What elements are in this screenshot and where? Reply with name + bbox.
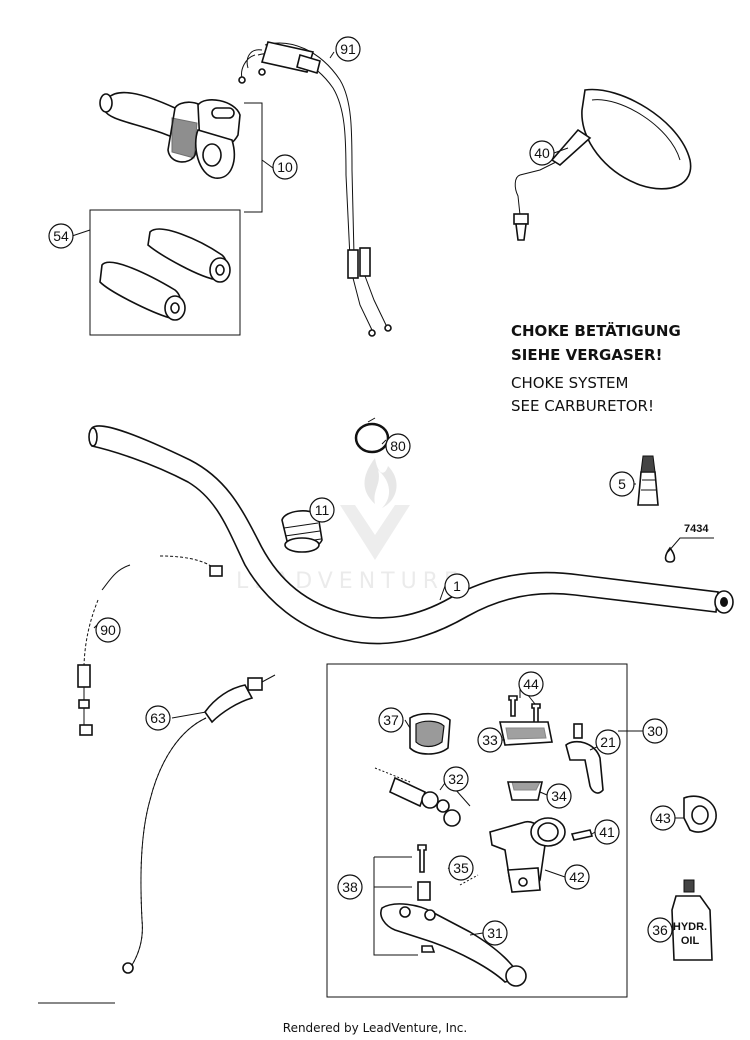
callout-42: 42 xyxy=(564,864,590,890)
handlebar xyxy=(88,425,734,645)
svg-text:38: 38 xyxy=(342,879,358,895)
loctite-bottle xyxy=(637,455,659,506)
svg-text:35: 35 xyxy=(453,860,469,876)
bottle-label-line1: HYDR. xyxy=(673,921,707,933)
callout-35: 35 xyxy=(448,855,474,881)
svg-text:40: 40 xyxy=(534,145,550,161)
callout-91: 91 xyxy=(335,36,361,62)
choke-note-line4: SEE CARBURETOR! xyxy=(511,397,654,415)
callout-41: 41 xyxy=(594,819,620,845)
callout-54: 54 xyxy=(48,223,74,249)
svg-text:36: 36 xyxy=(652,922,668,938)
brake-lever-31 xyxy=(380,903,527,987)
bottle-label-line2: OIL xyxy=(681,935,700,947)
svg-text:11: 11 xyxy=(315,502,330,518)
callout-10: 10 xyxy=(272,154,298,180)
callout-40: 40 xyxy=(529,140,555,166)
svg-text:33: 33 xyxy=(482,732,498,748)
svg-text:10: 10 xyxy=(277,159,293,175)
brake-assembly-box xyxy=(326,663,628,998)
callouts: 91 10 54 40 80 11 5 7434 1 90 63 44 37 3… xyxy=(48,36,709,946)
clamp-ring xyxy=(354,417,390,454)
svg-text:42: 42 xyxy=(569,869,585,885)
cable-90 xyxy=(77,555,223,736)
callout-38: 38 xyxy=(337,874,363,900)
grip-set-box xyxy=(89,209,241,336)
callout-11: 11 xyxy=(309,497,335,523)
callout-33: 33 xyxy=(477,727,503,753)
adhesive-drop xyxy=(664,537,714,563)
callout-1: 1 xyxy=(444,573,470,599)
choke-note-line1: CHOKE BETÄTIGUNG xyxy=(511,321,681,340)
svg-text:31: 31 xyxy=(487,925,503,941)
callout-90: 90 xyxy=(95,617,121,643)
callout-63: 63 xyxy=(145,705,171,731)
svg-text:1: 1 xyxy=(453,578,461,594)
svg-text:7434: 7434 xyxy=(684,523,709,535)
callout-7434: 7434 xyxy=(684,523,709,535)
callout-32: 32 xyxy=(443,766,469,792)
clamp-43 xyxy=(683,795,717,833)
lever-21 xyxy=(565,723,604,794)
reservoir-cover-37 xyxy=(409,712,451,755)
rubber-boot xyxy=(281,510,323,553)
svg-text:5: 5 xyxy=(618,476,626,492)
throttle-grip xyxy=(99,91,263,213)
spring-35 xyxy=(459,874,479,886)
choke-note: CHOKE BETÄTIGUNG SIEHE VERGASER! CHOKE S… xyxy=(511,321,681,415)
svg-text:90: 90 xyxy=(100,622,116,638)
callout-31: 31 xyxy=(482,920,508,946)
cover-34 xyxy=(507,781,543,801)
choke-note-line2: SIEHE VERGASER! xyxy=(511,346,662,364)
leader-lines xyxy=(71,51,684,936)
svg-text:63: 63 xyxy=(150,710,166,726)
flame-watermark-icon xyxy=(364,458,397,508)
callout-37: 37 xyxy=(378,707,404,733)
svg-text:21: 21 xyxy=(600,734,616,750)
master-cylinder-42 xyxy=(489,817,566,893)
svg-text:43: 43 xyxy=(655,810,671,826)
svg-text:41: 41 xyxy=(599,824,615,840)
callout-80: 80 xyxy=(385,433,411,459)
screw-41 xyxy=(570,829,594,841)
throttle-cables xyxy=(238,41,392,337)
callout-5: 5 xyxy=(609,471,635,497)
svg-text:30: 30 xyxy=(647,723,663,739)
svg-text:80: 80 xyxy=(390,438,406,454)
svg-text:34: 34 xyxy=(551,788,567,804)
callout-43: 43 xyxy=(650,805,676,831)
callout-36: 36 xyxy=(647,917,673,943)
callout-21: 21 xyxy=(595,729,621,755)
hydraulic-oil-bottle-36: HYDR. OIL xyxy=(671,879,713,961)
screws-44 xyxy=(508,695,541,725)
bolt-38 xyxy=(373,844,436,956)
cap-33 xyxy=(499,721,553,746)
svg-text:54: 54 xyxy=(53,228,69,244)
footer-credit: Rendered by LeadVenture, Inc. xyxy=(283,1021,467,1035)
svg-text:37: 37 xyxy=(383,712,399,728)
piston-32 xyxy=(374,767,461,827)
callout-30: 30 xyxy=(642,718,668,744)
svg-text:91: 91 xyxy=(340,41,356,57)
svg-text:44: 44 xyxy=(523,676,539,692)
callout-44: 44 xyxy=(518,671,544,697)
svg-text:32: 32 xyxy=(448,771,464,787)
callout-34: 34 xyxy=(546,783,572,809)
choke-note-line3: CHOKE SYSTEM xyxy=(511,374,628,392)
mirror xyxy=(513,88,692,241)
cable-63 xyxy=(122,674,276,974)
